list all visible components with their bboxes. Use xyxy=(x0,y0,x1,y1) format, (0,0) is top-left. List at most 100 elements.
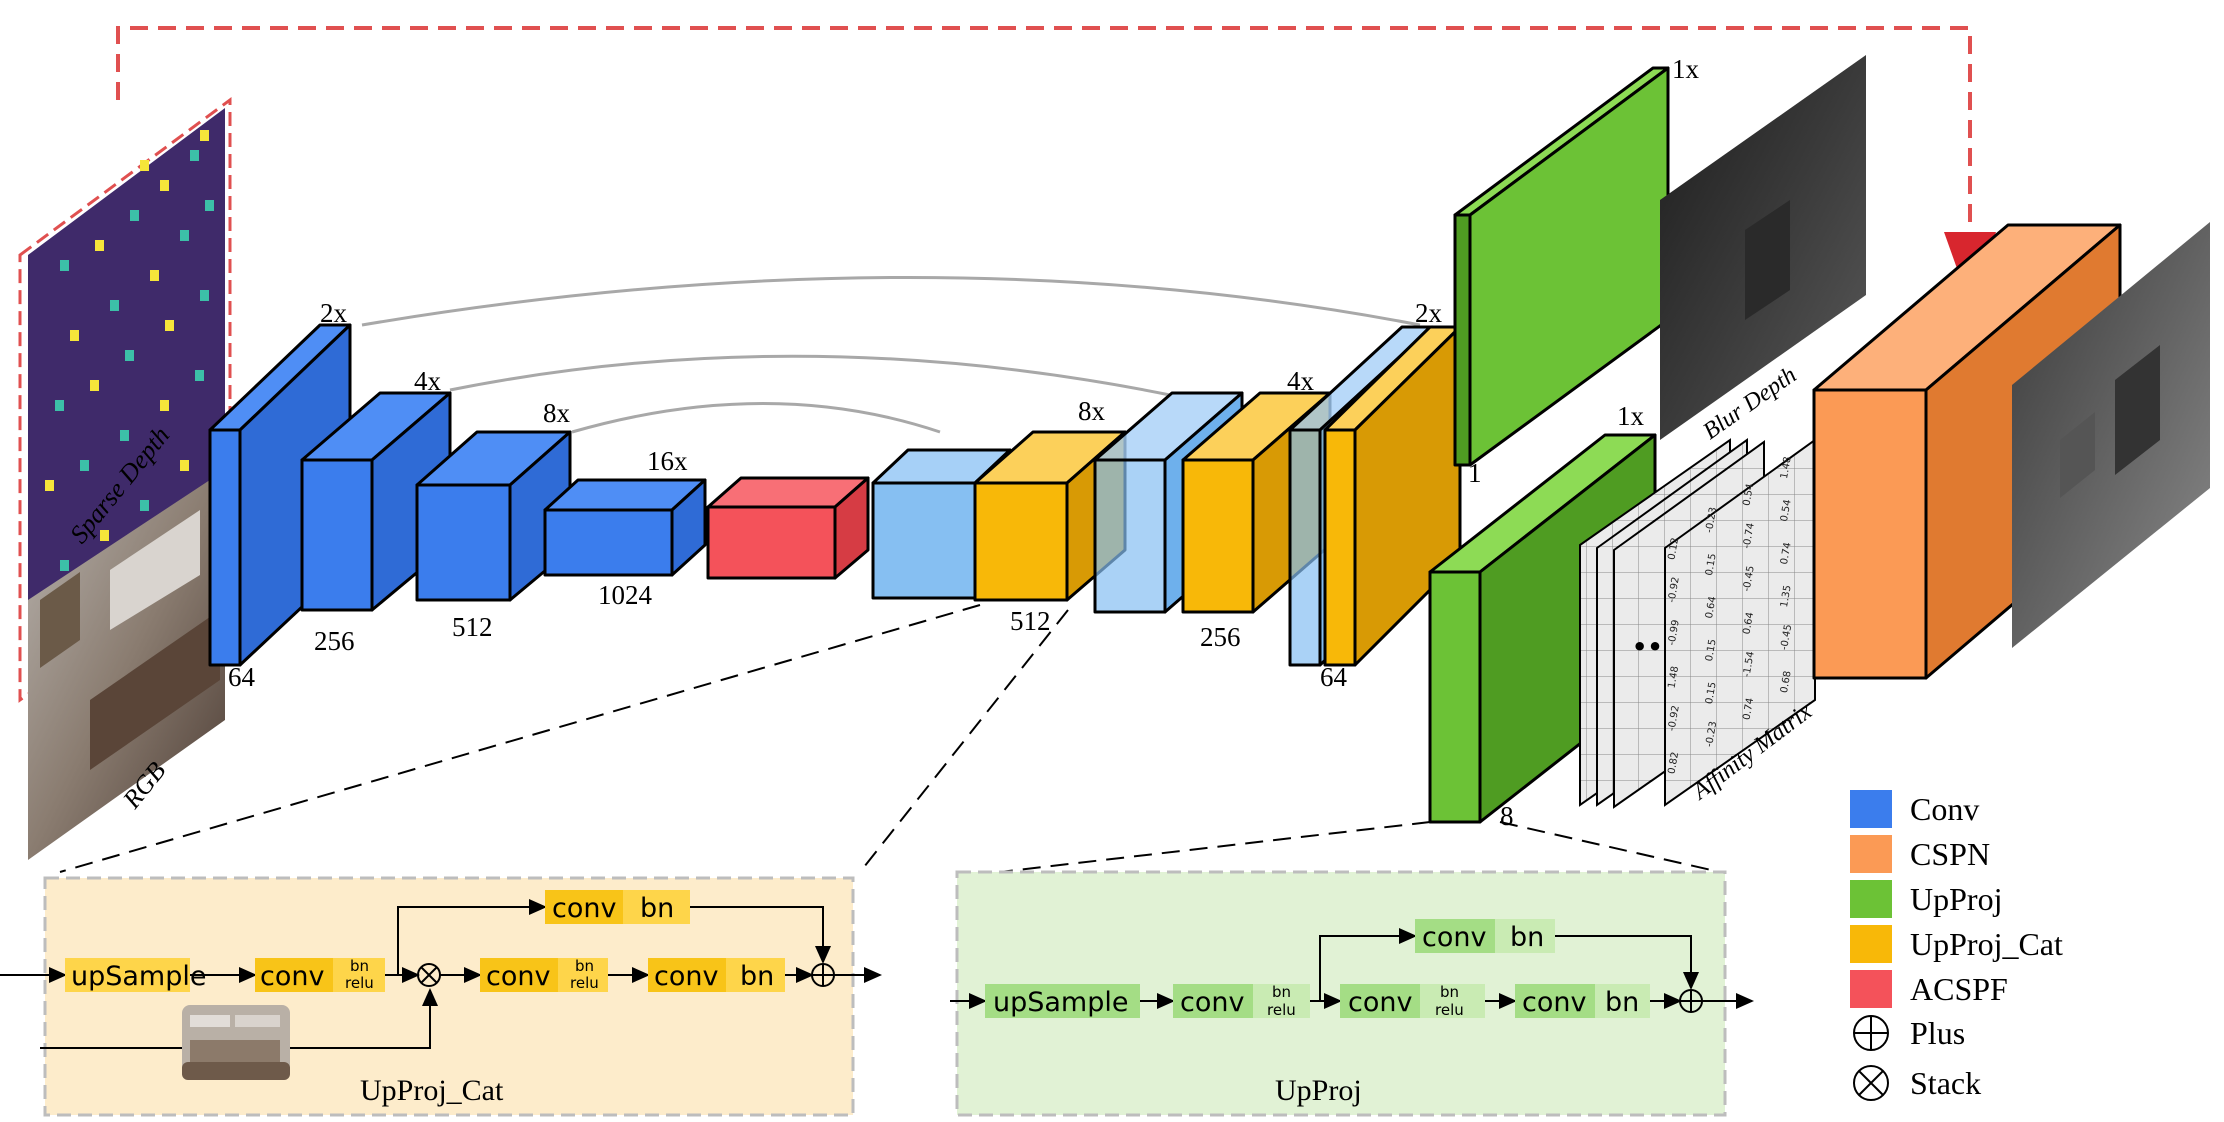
decoder-channels-64: 64 xyxy=(1320,662,1348,692)
affinity-cell-value: 0.64 xyxy=(1742,611,1757,635)
legend-swatch xyxy=(1850,880,1892,918)
conv-label-upproj-1: conv xyxy=(1180,987,1244,1018)
affinity-cell-value: 0.54 xyxy=(1779,499,1794,523)
legend-symbol-label: Stack xyxy=(1910,1065,1981,1101)
affinity-cell-value: 0.82 xyxy=(1667,751,1682,775)
legend-label: UpProj_Cat xyxy=(1910,926,2063,962)
encoder-channels-512: 512 xyxy=(452,612,493,642)
affinity-cell-value: -0.74 xyxy=(1742,522,1757,549)
conv-label-3: conv xyxy=(654,961,718,992)
zoom-guides xyxy=(59,604,1721,873)
upsample-label-upproj: upSample xyxy=(993,987,1129,1018)
encoder-scale-4x: 4x xyxy=(414,366,442,396)
legend-label: CSPN xyxy=(1910,836,1990,872)
affinity-cell-value: 0.68 xyxy=(1779,670,1794,694)
sparse-depth-feedback-arrow xyxy=(116,26,1972,250)
affinity-cell-value: -0.92 xyxy=(1667,705,1682,732)
encoder-blocks xyxy=(208,323,707,667)
affinity-cell-value: 0.64 xyxy=(1704,596,1719,620)
conv-label-upproj-skip: conv xyxy=(1422,922,1486,953)
affinity-cell-value: 0.15 xyxy=(1704,638,1719,662)
rgb-input: RGB xyxy=(28,470,225,860)
affinity-cell-value: 0.74 xyxy=(1779,542,1794,566)
relu-sub-label-2: relu xyxy=(570,974,599,992)
encoder-block-4 xyxy=(543,478,707,577)
conv-label-upproj-3: conv xyxy=(1522,987,1586,1018)
decoder-scale-2x: 2x xyxy=(1415,298,1443,328)
encoder-channels-64: 64 xyxy=(228,662,256,692)
decoder-blocks xyxy=(871,325,1462,667)
affinity-cell-value: 0.74 xyxy=(1742,697,1757,721)
encoder-scale-8x: 8x xyxy=(543,398,571,428)
conv-label-1: conv xyxy=(260,961,324,992)
plus-circle-icon xyxy=(1853,1015,1889,1051)
output-depth-image xyxy=(2012,222,2210,648)
decoder-scale-8x: 8x xyxy=(1078,396,1106,426)
sparse-depth-points xyxy=(40,130,214,631)
upsample-box xyxy=(65,958,190,992)
legend-symbol-label: Plus xyxy=(1910,1015,1965,1051)
decoder-scale-4x: 4x xyxy=(1287,366,1315,396)
bn-label-3: bn xyxy=(740,961,774,992)
legend-swatch xyxy=(1850,925,1892,963)
blur-scale-1x: 1x xyxy=(1672,54,1700,84)
legend-swatch xyxy=(1850,835,1892,873)
conv-label-2: conv xyxy=(486,961,550,992)
bn-sub-label-upproj-2: bn xyxy=(1440,983,1459,1001)
affinity-cell-value: -0.23 xyxy=(1704,506,1719,533)
legend-label: UpProj xyxy=(1910,881,2002,917)
bn-sub-label-2: bn xyxy=(575,957,594,975)
affinity-cell-value: -0.23 xyxy=(1704,721,1719,748)
encoder-channels-1024: 1024 xyxy=(598,580,653,610)
affinity-cell-value: 0.15 xyxy=(1704,553,1719,577)
affinity-cell-value: -0.92 xyxy=(1667,576,1682,603)
scale-labels: 2x 4x 8x 16x 8x 4x 2x 1x 1x xyxy=(320,54,1700,476)
legend-swatch xyxy=(1850,970,1892,1008)
conv-label-skip: conv xyxy=(552,893,616,924)
affinity-cell-value: -0.45 xyxy=(1779,624,1794,651)
upproj-title: UpProj xyxy=(1275,1074,1362,1107)
times-circle-icon xyxy=(1853,1065,1889,1101)
relu-sub-label-1: relu xyxy=(345,974,374,992)
upproj-cat-title: UpProj_Cat xyxy=(360,1074,504,1107)
upsample-box-upproj xyxy=(985,984,1140,1018)
upsample-label: upSample xyxy=(71,961,207,992)
encoder-scale-16x: 16x xyxy=(647,446,688,476)
acspf-block xyxy=(706,476,870,580)
encoder-channels-256: 256 xyxy=(314,626,355,656)
relu-sub-label-upproj-1: relu xyxy=(1267,1001,1296,1019)
rgb-thumbnail xyxy=(182,1005,290,1080)
bn-label-upproj-3: bn xyxy=(1605,987,1639,1018)
affinity-cell-value: 0.15 xyxy=(1704,681,1719,705)
affinity-layer-front xyxy=(1664,438,1816,807)
affinity-cell-value: 1.48 xyxy=(1667,665,1682,689)
affinity-cell-value: 0.54 xyxy=(1742,483,1757,507)
relu-sub-label-upproj-2: relu xyxy=(1435,1001,1464,1019)
decoder-channels-512: 512 xyxy=(1010,606,1051,636)
affinity-cell-value: -0.45 xyxy=(1742,565,1757,592)
stack-op-icon xyxy=(417,963,441,987)
legend-label: Conv xyxy=(1910,791,1979,827)
encoder-block-2 xyxy=(300,391,452,612)
legend-swatch xyxy=(1850,790,1892,828)
legend-label: ACSPF xyxy=(1910,971,2008,1007)
bn-label-upproj-skip: bn xyxy=(1510,922,1544,953)
skip-connections xyxy=(361,276,1421,434)
decoder-channels-256: 256 xyxy=(1200,622,1241,652)
affinity-cell-value: -0.99 xyxy=(1667,619,1682,646)
bn-sub-label-1: bn xyxy=(350,957,369,975)
encoder-scale-2x: 2x xyxy=(320,298,348,328)
affinity-cell-value: 1.35 xyxy=(1779,584,1794,608)
upproj-cat-panel: upSample conv bn relu conv bn conv bn re… xyxy=(0,876,882,1117)
affinity-cell-value: -1.54 xyxy=(1742,651,1757,678)
affinity-scale-1x: 1x xyxy=(1617,401,1645,431)
affinity-values: 0.12 -0.23 0.54 1.48 -0.92 0.15 -0.74 0.54 -0.99… xyxy=(1667,456,1795,775)
conv-label-upproj-2: conv xyxy=(1348,987,1412,1018)
bn-label-skip: bn xyxy=(640,893,674,924)
bn-sub-label-upproj-1: bn xyxy=(1272,983,1291,1001)
affinity-cell-value: 1.48 xyxy=(1779,456,1794,480)
upproj-panel: upSample conv bn relu conv bn conv bn re… xyxy=(950,870,1754,1117)
affinity-cell-value: 0.12 xyxy=(1667,537,1682,561)
